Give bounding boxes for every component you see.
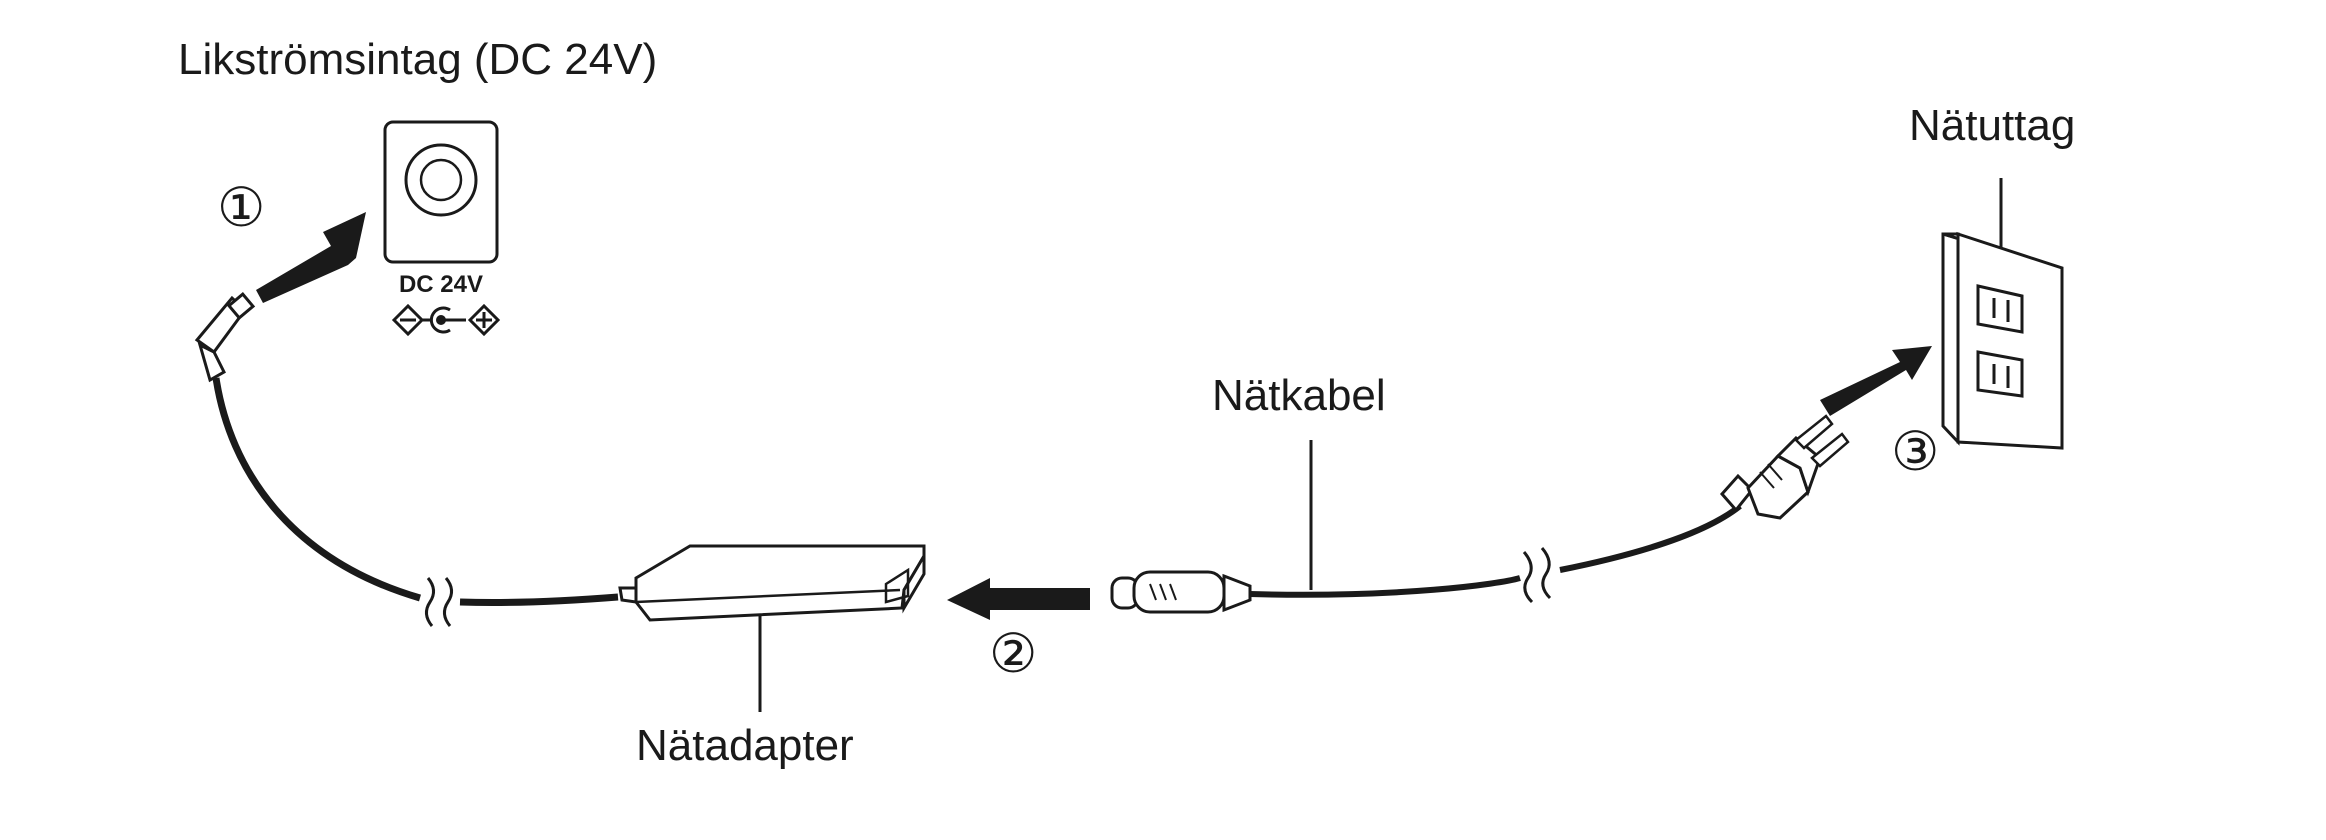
power-cord [1249,575,1521,598]
step-3-arrow [1820,346,1932,416]
step-2-arrow [947,578,1090,620]
wall-outlet [1941,231,2064,450]
step-3-marker: ③ [1891,420,1939,483]
step-2-marker: ② [989,622,1037,685]
adapter-label: Nätadapter [636,721,854,770]
outlet-socket-top [1976,284,2024,334]
cable-break-mark [425,577,453,627]
wall-plug [1720,414,1850,520]
power-cord-label: Nätkabel [1212,371,1386,420]
dc-plug [194,291,256,383]
ac-adapter [618,544,926,622]
step-1-marker: ① [217,176,265,239]
dc-cable-segment [459,593,619,607]
cord-break-mark [1522,547,1552,604]
step-1-arrow [256,212,366,303]
dc-jack-panel [383,120,499,264]
outlet-socket-bottom [1976,350,2024,398]
outlet-label: Nätuttag [1909,101,2075,150]
polarity-symbol [391,303,501,337]
dc-cable [212,377,421,602]
dc-input-label: Likströmsintag (DC 24V) [178,35,657,84]
jack-marking: DC 24V [399,271,483,298]
appliance-connector [1110,570,1252,614]
power-cord-segment [1559,503,1742,573]
